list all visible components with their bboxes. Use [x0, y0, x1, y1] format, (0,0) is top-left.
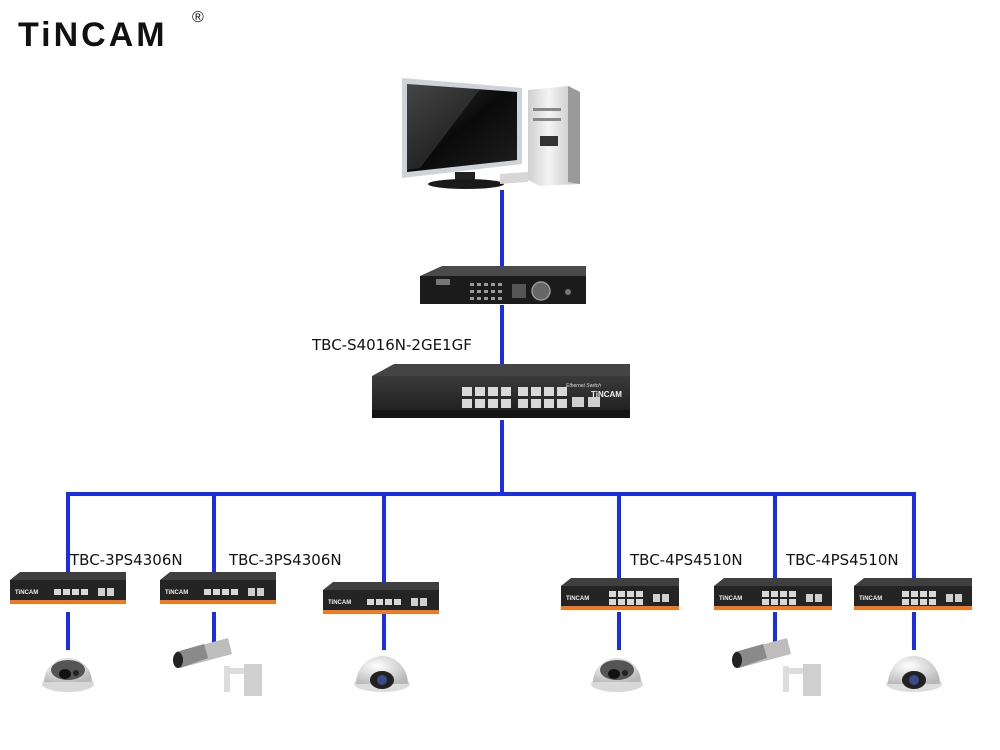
edge-switch-port: [762, 599, 769, 605]
edge-switch-2: TiNCAM: [160, 572, 276, 604]
nvr-device: [420, 266, 586, 304]
edge-switch-port: [63, 589, 70, 595]
edge-switch-port: [81, 589, 88, 595]
edge-switch-port: [911, 591, 918, 597]
core-switch-port: [501, 387, 511, 396]
edge-switch-port: [394, 599, 401, 605]
edge-switch-port: [762, 591, 769, 597]
core-switch-port: [501, 399, 511, 408]
core-switch-port: [475, 399, 485, 408]
core-switch-port: [557, 387, 567, 396]
edge-switch-port: [231, 589, 238, 595]
edge-switch-uplink-port: [411, 598, 418, 606]
edge-switch-1: TiNCAM: [10, 572, 126, 604]
edge-switch-uplink-port: [248, 588, 255, 596]
edge-switch-uplink-port: [98, 588, 105, 596]
edge-switch-port: [618, 599, 625, 605]
core-switch-port: [462, 387, 472, 396]
dome-camera-2: [354, 656, 410, 692]
edge-switch-port: [367, 599, 374, 605]
edge-switch-port: [636, 599, 643, 605]
edge-switch-brand: TiNCAM: [719, 596, 742, 602]
registered-mark: ®: [192, 9, 204, 26]
dome-camera-3: [591, 658, 643, 692]
core-switch: Ethernet Switch TiNCAM: [372, 364, 630, 418]
edge-switch-port: [780, 599, 787, 605]
edge-switch-uplink-port: [946, 594, 953, 602]
edge-switch-port: [54, 589, 61, 595]
core-switch-brand: TiNCAM: [591, 390, 622, 399]
edge-switch-port: [72, 589, 79, 595]
logo-text: TiNCAM: [18, 16, 168, 54]
edge-switch-group: TiNCAM TiNCAM TiNCAM TiNCAM TiNCAM TiNCAM: [10, 572, 972, 614]
core-switch-port: [544, 387, 554, 396]
edge-switch-port: [222, 589, 229, 595]
edge-switch-port: [789, 591, 796, 597]
edge-switch-3: TiNCAM: [323, 582, 439, 614]
bullet-camera-2: [732, 638, 821, 696]
edge-switch-brand: TiNCAM: [328, 600, 351, 606]
core-switch-port: [475, 387, 485, 396]
edge-switch-uplink-port: [955, 594, 962, 602]
edge-switch-port: [920, 599, 927, 605]
core-switch-model-label: TBC-S4016N-2GE1GF: [311, 336, 472, 354]
edge-switch-uplink-port: [815, 594, 822, 602]
tincam-logo: TiNCAM ®: [18, 9, 204, 54]
edge-switch-uplink-port: [257, 588, 264, 596]
edge-switch-port: [771, 599, 778, 605]
edge-switch-5: TiNCAM: [714, 578, 832, 610]
edge-switch-4: TiNCAM: [561, 578, 679, 610]
edge-switch-port: [920, 591, 927, 597]
edge-switch-port: [636, 591, 643, 597]
edge-switch-port: [618, 591, 625, 597]
dome-camera-4: [886, 656, 942, 692]
edge-switch-port: [911, 599, 918, 605]
edge-switch-brand: TiNCAM: [15, 590, 38, 596]
edge-switch-brand: TiNCAM: [165, 590, 188, 596]
edge-switch-port: [627, 591, 634, 597]
dome-camera-1: [42, 658, 94, 692]
edge-switch-brand: TiNCAM: [859, 596, 882, 602]
edge-switch-brand: TiNCAM: [566, 596, 589, 602]
core-switch-port: [531, 399, 541, 408]
edge-switch-port: [929, 599, 936, 605]
core-switch-port: [518, 387, 528, 396]
edge-switch-label-1: TBC-3PS4306N: [69, 551, 183, 569]
edge-switch-port: [609, 599, 616, 605]
core-switch-panel-text: Ethernet Switch: [566, 383, 601, 389]
edge-switch-port: [376, 599, 383, 605]
edge-switch-port: [627, 599, 634, 605]
edge-switch-label-4: TBC-4PS4510N: [629, 551, 743, 569]
edge-switch-uplink-port: [107, 588, 114, 596]
core-switch-port: [462, 399, 472, 408]
edge-switch-6: TiNCAM: [854, 578, 972, 610]
edge-switch-port: [902, 599, 909, 605]
edge-switch-uplink-port: [806, 594, 813, 602]
core-switch-port: [544, 399, 554, 408]
edge-switch-port: [780, 591, 787, 597]
core-switch-port: [518, 399, 528, 408]
edge-switch-uplink-port: [662, 594, 669, 602]
edge-switch-port: [609, 591, 616, 597]
core-switch-port: [531, 387, 541, 396]
edge-switch-label-2: TBC-3PS4306N: [228, 551, 342, 569]
edge-switch-label-5: TBC-4PS4510N: [785, 551, 899, 569]
edge-switch-port: [204, 589, 211, 595]
bullet-camera-1: [173, 638, 262, 696]
edge-switch-uplink-port: [420, 598, 427, 606]
edge-switch-port: [385, 599, 392, 605]
edge-switch-port: [929, 591, 936, 597]
edge-switch-uplink-port: [653, 594, 660, 602]
edge-switch-port: [771, 591, 778, 597]
network-links: [66, 190, 916, 650]
edge-switch-port: [789, 599, 796, 605]
edge-switch-port: [902, 591, 909, 597]
edge-switch-port: [213, 589, 220, 595]
core-switch-port: [488, 399, 498, 408]
core-switch-port: [488, 387, 498, 396]
core-switch-port: [557, 399, 567, 408]
computer-icon: [402, 78, 580, 189]
